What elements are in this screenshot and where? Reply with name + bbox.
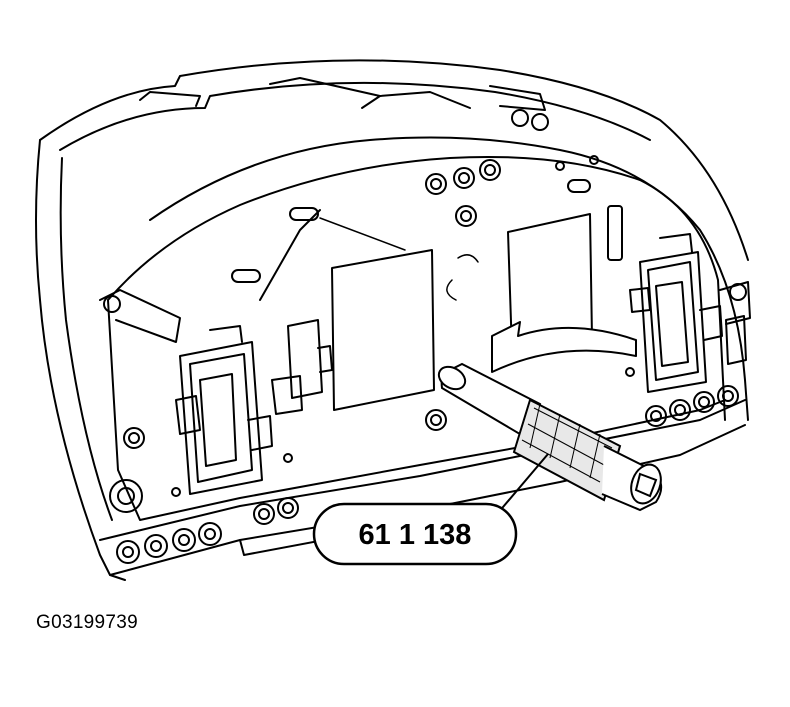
center-clip bbox=[271, 319, 333, 415]
left-mounting-tab bbox=[99, 289, 181, 343]
left-connector bbox=[175, 325, 273, 495]
special-tool bbox=[437, 362, 663, 512]
cluster-hood bbox=[39, 59, 749, 261]
right-connector bbox=[629, 233, 723, 393]
callout-bubble bbox=[312, 502, 518, 566]
cluster-housing bbox=[35, 136, 749, 581]
lamp-sockets bbox=[109, 109, 739, 564]
callout-label: 61 1 138 bbox=[359, 519, 472, 551]
figure-id: G03199739 bbox=[36, 612, 139, 633]
right-mounting-tab bbox=[719, 281, 751, 325]
window-leader-line bbox=[319, 217, 479, 301]
board-pegs bbox=[171, 155, 635, 497]
part-callout: 61 1 138 bbox=[312, 502, 518, 566]
right-latch bbox=[725, 315, 747, 365]
circuit-board bbox=[107, 155, 726, 521]
display-window-left bbox=[331, 249, 435, 411]
rotation-arrow bbox=[491, 321, 637, 373]
